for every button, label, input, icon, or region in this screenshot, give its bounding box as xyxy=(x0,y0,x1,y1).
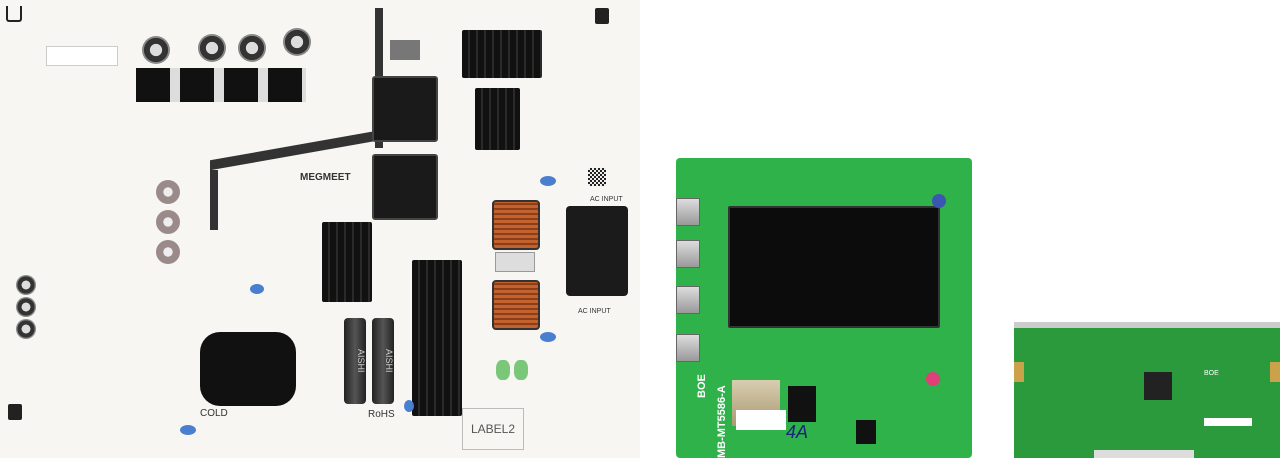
capacitor xyxy=(156,180,180,204)
label-box: LABEL2 xyxy=(462,408,524,450)
x-capacitor xyxy=(495,252,535,272)
pcb-track xyxy=(210,129,383,171)
capacitor xyxy=(926,372,940,386)
capacitor xyxy=(932,194,946,208)
component-row xyxy=(136,68,306,102)
capacitor xyxy=(16,297,36,317)
corner-mark xyxy=(6,6,22,22)
common-mode-choke xyxy=(492,200,540,250)
usb-port[interactable] xyxy=(676,198,700,226)
y-capacitor xyxy=(180,425,196,435)
varistor xyxy=(496,360,510,380)
pfc-inductor xyxy=(200,332,296,406)
capacitor xyxy=(198,34,226,62)
y-capacitor xyxy=(404,400,414,412)
power-supply-board: MEGMEET AISHI AISHI AC INPUT AC INPUT CO… xyxy=(0,0,640,458)
handwritten-mark: 4A xyxy=(786,422,809,442)
capacitor xyxy=(142,36,170,64)
hdmi-port[interactable] xyxy=(676,240,700,268)
sticker xyxy=(736,410,786,430)
y-capacitor xyxy=(540,332,556,342)
av-jack[interactable] xyxy=(788,386,816,422)
varistor xyxy=(514,360,528,380)
ac-input-connector[interactable] xyxy=(566,206,628,296)
y-capacitor xyxy=(540,176,556,186)
rohs-label: RoHS xyxy=(368,409,395,420)
capacitor xyxy=(156,210,180,234)
heat-sink xyxy=(462,30,542,78)
capacitor xyxy=(16,275,36,295)
transformer xyxy=(372,76,438,142)
y-capacitor xyxy=(250,284,264,294)
brand-label: BOE xyxy=(1204,370,1219,377)
ac-input-label: AC INPUT xyxy=(590,196,623,203)
heat-sink xyxy=(412,260,462,416)
cold-label: COLD xyxy=(200,408,228,419)
brand-label: MEGMEET xyxy=(300,172,351,183)
lvds-connector[interactable] xyxy=(1094,450,1194,458)
model-label: MB-MT5586-A xyxy=(716,385,728,458)
hdmi-port[interactable] xyxy=(676,286,700,314)
brand-label: BOE xyxy=(696,374,708,398)
mounting-pad xyxy=(1270,362,1280,382)
corner-mark xyxy=(8,404,22,420)
corner-mark xyxy=(595,8,609,24)
capacitor xyxy=(16,319,36,339)
connector-strip xyxy=(1014,322,1280,328)
optical-port[interactable] xyxy=(856,420,876,444)
sticker xyxy=(46,46,118,66)
mounting-pad xyxy=(1014,362,1024,382)
capacitor xyxy=(238,34,266,62)
sticker xyxy=(1204,418,1252,426)
transformer xyxy=(372,154,438,220)
timing-controller-chip xyxy=(1144,372,1172,400)
capacitor xyxy=(156,240,180,264)
heat-sink xyxy=(728,206,940,328)
pcb-track xyxy=(210,170,218,230)
bulk-capacitor: AISHI xyxy=(344,318,366,404)
ac-input-label: AC INPUT xyxy=(578,308,611,315)
main-board: BOE MB-MT5586-A 4A xyxy=(676,158,972,458)
hdmi-port[interactable] xyxy=(676,334,700,362)
capacitor xyxy=(283,28,311,56)
bulk-capacitor: AISHI xyxy=(372,318,394,404)
component xyxy=(390,40,420,60)
tcon-board: BOE xyxy=(1014,322,1280,458)
heat-sink xyxy=(475,88,520,150)
qr-code xyxy=(588,168,606,186)
common-mode-choke xyxy=(492,280,540,330)
heat-sink xyxy=(322,222,372,302)
